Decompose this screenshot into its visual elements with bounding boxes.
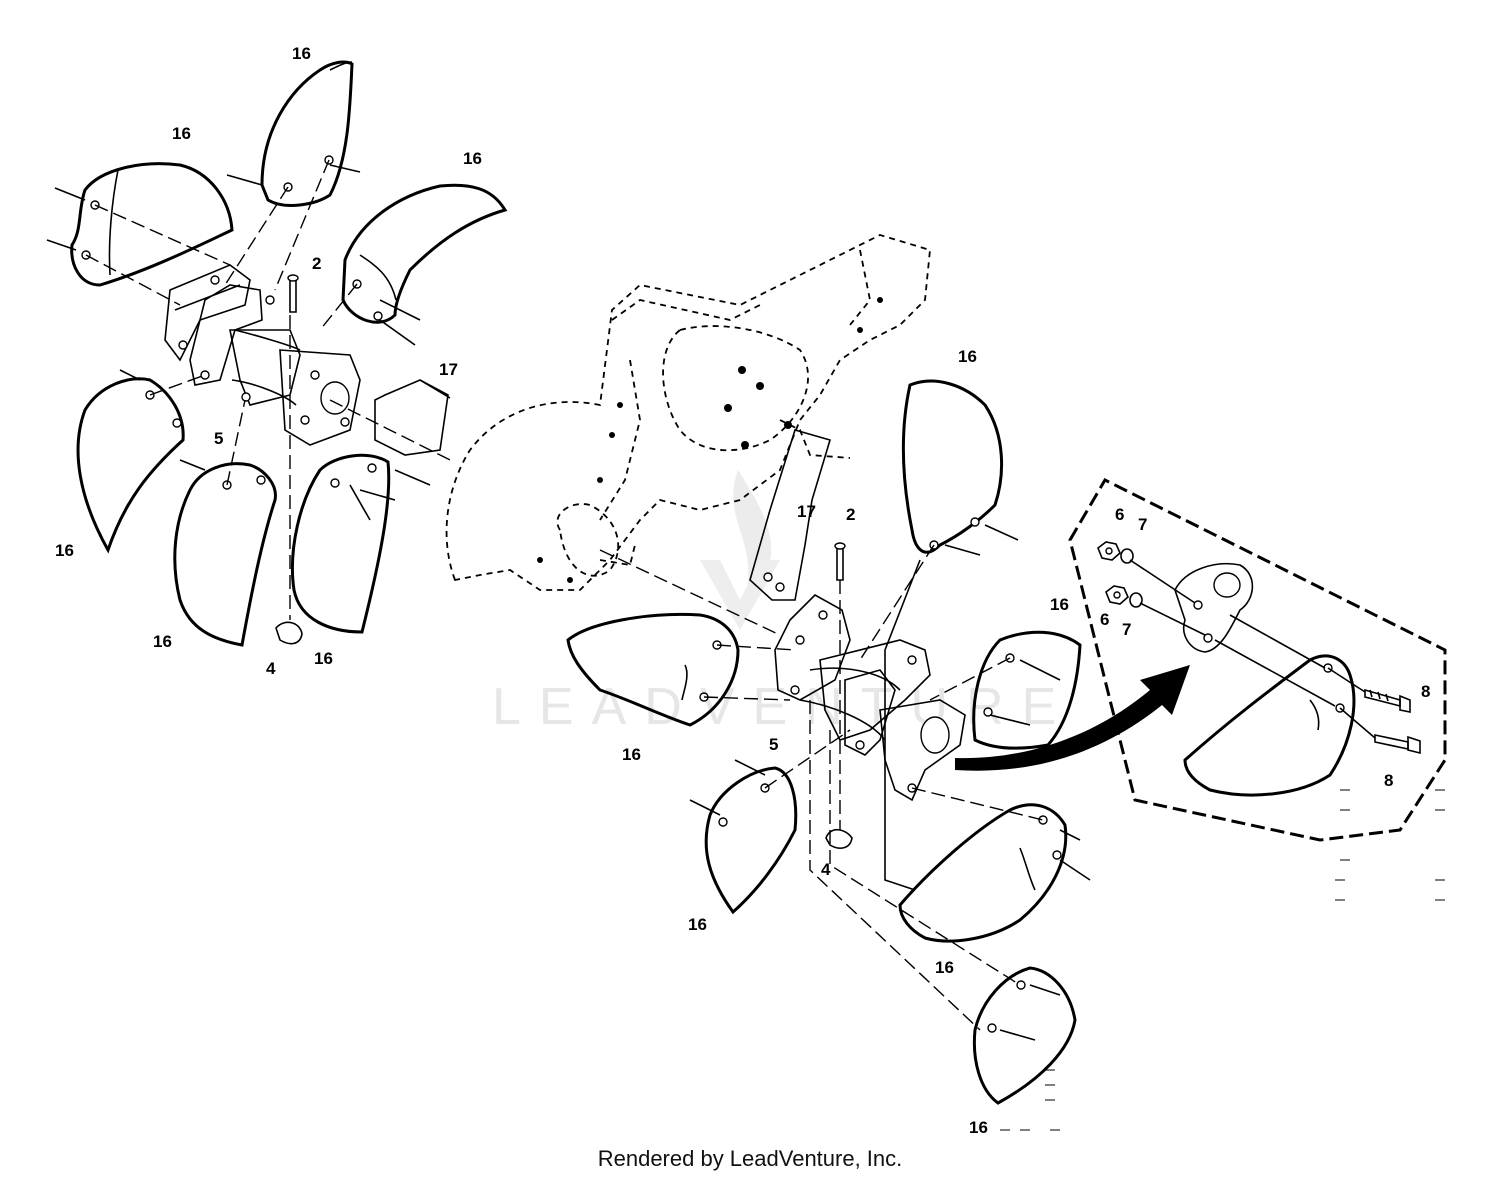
callout-16-lower-right: 16	[314, 649, 333, 668]
callout-16-lower-mid: 16	[153, 632, 172, 651]
tiller-tine-blade-icon	[341, 183, 508, 324]
callout-16-upper-left: 16	[172, 124, 191, 143]
right-tine-assembly	[566, 379, 1091, 1105]
callout-16-right-lower-mid: 16	[935, 958, 954, 977]
footer-credit: Rendered by LeadVenture, Inc.	[597, 1146, 903, 1171]
tine-mounting-plate-icon	[1174, 563, 1254, 653]
callout-17-left: 17	[439, 360, 458, 379]
shaft-collar-icon	[374, 379, 451, 456]
lock-washer-icon	[1129, 592, 1143, 608]
callout-5-left: 5	[214, 429, 223, 448]
edge-marks	[1000, 789, 1445, 1131]
cotter-pin-icon	[287, 274, 299, 313]
callout-4-left: 4	[266, 659, 276, 678]
callout-16-lower-left: 16	[55, 541, 74, 560]
left-tine-assembly	[46, 60, 508, 647]
callout-6-bottom: 6	[1100, 610, 1109, 629]
callout-16-right-lower-left: 16	[688, 915, 707, 934]
hex-nut-icon	[1105, 585, 1129, 605]
callouts: 16 16 16 2 17 5 16 16 4 16 16 17 2 6 7 6…	[55, 44, 1430, 1137]
tiller-tine-blade-icon	[704, 766, 798, 915]
callout-5-right: 5	[769, 735, 778, 754]
hairpin-clip-icon	[825, 828, 853, 849]
tine-hub-icon	[164, 264, 361, 446]
hex-bolt-icon	[1364, 688, 1411, 713]
watermark-text: LEADVENTURE	[492, 678, 1074, 736]
shaft-collar-icon	[749, 429, 831, 601]
callout-6-top: 6	[1115, 505, 1124, 524]
tiller-tine-blade-icon	[972, 966, 1077, 1105]
tiller-tine-blade-icon	[898, 803, 1068, 943]
lock-washer-icon	[1120, 548, 1134, 564]
transmission-housing-icon	[445, 234, 931, 591]
tiller-tine-blade-icon	[290, 453, 391, 634]
callout-7-top: 7	[1138, 515, 1147, 534]
tiller-tine-blade-icon	[173, 462, 277, 647]
tiller-tine-blade-icon	[76, 377, 185, 554]
callout-17-right: 17	[797, 502, 816, 521]
hairpin-clip-icon	[275, 621, 303, 645]
callout-8-bottom: 8	[1384, 771, 1393, 790]
callout-4-right: 4	[821, 860, 831, 879]
callout-16-right-left: 16	[622, 745, 641, 764]
tiller-tine-blade-icon	[260, 60, 354, 207]
bolt-detail-inset	[1068, 478, 1447, 842]
callout-16-right-mid: 16	[1050, 595, 1069, 614]
callout-7-bottom: 7	[1122, 620, 1131, 639]
callout-16-top: 16	[292, 44, 311, 63]
callout-8-top: 8	[1421, 682, 1430, 701]
hex-nut-icon	[1097, 541, 1121, 561]
tiller-tine-blade-icon	[70, 162, 234, 287]
callout-2-left: 2	[312, 254, 321, 273]
arrow-icon	[955, 665, 1190, 771]
leadventure-watermark: LEADVENTURE	[492, 470, 1074, 736]
tine-hub-icon	[774, 594, 966, 802]
tiller-tine-blade-icon	[1183, 654, 1356, 797]
callout-16-upper-right: 16	[463, 149, 482, 168]
cotter-pin-icon	[834, 542, 846, 581]
callout-16-right-bottom: 16	[969, 1118, 988, 1137]
callout-2-right: 2	[846, 505, 855, 524]
hex-bolt-icon	[1374, 734, 1421, 755]
callout-16-right-top: 16	[958, 347, 977, 366]
